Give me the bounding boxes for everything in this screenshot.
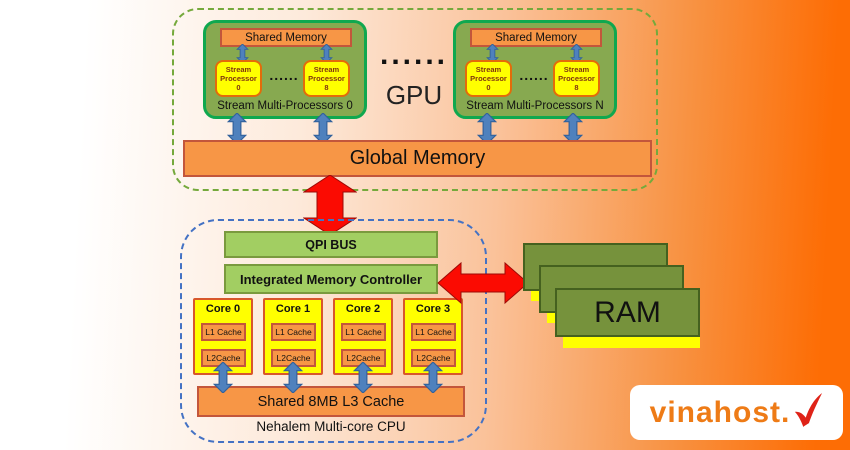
ram-shadow	[563, 335, 700, 348]
double-arrow-icon	[212, 361, 234, 394]
gpu-label: GPU	[385, 80, 443, 110]
shared-memory-bar: Shared Memory	[220, 28, 352, 47]
vinahost-logo-text: vinahost.	[649, 395, 791, 429]
shared-memory-label: Shared Memory	[495, 31, 577, 44]
shared-memory-bar: Shared Memory	[470, 28, 602, 47]
sp-line: 8	[324, 83, 329, 92]
core-title: Core 0	[205, 303, 241, 315]
vinahost-logo: vinahost.	[630, 385, 843, 440]
stream-multiprocessor-n: Shared Memory Stream Processor 0 ...... …	[453, 20, 617, 119]
core-3: Core 3 L1 Cache L2Cache	[403, 298, 463, 375]
core-title: Core 1	[275, 303, 311, 315]
sp-line: Processor	[308, 74, 345, 83]
shared-memory-label: Shared Memory	[245, 31, 327, 44]
imc-label: Integrated Memory Controller	[239, 271, 423, 287]
sp-line: Stream	[313, 65, 340, 74]
gpu-dashed-border	[172, 8, 658, 191]
cpu-dashed-border	[180, 219, 487, 443]
sp-line: Processor	[220, 74, 257, 83]
core-title: Core 2	[345, 303, 381, 315]
ellipsis-dots: ......	[519, 67, 549, 83]
sm-title: Stream Multi-Processors N	[466, 100, 604, 112]
qpi-bus-bar: QPI BUS	[224, 231, 438, 258]
stream-processor-8: Stream Processor 8	[553, 60, 600, 97]
l1-cache: L1 Cache	[341, 323, 386, 341]
l3-cache-label: Shared 8MB L3 Cache	[257, 393, 405, 410]
ram-chip-front: RAM	[555, 288, 700, 337]
integrated-memory-controller-bar: Integrated Memory Controller	[224, 264, 438, 294]
l1-cache: L1 Cache	[271, 323, 316, 341]
sp-line: Processor	[470, 74, 507, 83]
sp-line: 8	[574, 83, 579, 92]
cpu-caption: Nehalem Multi-core CPU	[256, 419, 406, 434]
imc-ram-red-arrow-icon	[437, 261, 529, 305]
stream-processor-8: Stream Processor 8	[303, 60, 350, 97]
ellipsis-dots: ......	[269, 67, 299, 83]
global-memory-bar: Global Memory	[183, 140, 652, 177]
l1-cache: L1 Cache	[201, 323, 246, 341]
sp-line: Stream	[563, 65, 590, 74]
sp-line: Stream	[225, 65, 252, 74]
sm-title: Stream Multi-Processors 0	[217, 100, 353, 112]
global-memory-label: Global Memory	[349, 147, 486, 169]
sp-line: 0	[486, 83, 491, 92]
ellipsis-dots: ......	[379, 38, 448, 71]
stream-processor-0: Stream Processor 0	[465, 60, 512, 97]
ram-label: RAM	[594, 295, 661, 329]
double-arrow-icon	[282, 361, 304, 394]
stream-multiprocessor-0: Shared Memory Stream Processor 0 ...... …	[203, 20, 367, 119]
l1-cache: L1 Cache	[411, 323, 456, 341]
sp-line: Stream	[475, 65, 502, 74]
qpi-bus-label: QPI BUS	[305, 237, 357, 252]
checkmark-icon	[793, 392, 823, 428]
double-arrow-icon	[422, 361, 444, 394]
l3-cache-bar: Shared 8MB L3 Cache	[197, 386, 465, 417]
sp-line: Processor	[558, 74, 595, 83]
core-title: Core 3	[415, 303, 451, 315]
double-arrow-icon	[352, 361, 374, 394]
sp-line: 0	[236, 83, 241, 92]
stream-processor-0: Stream Processor 0	[215, 60, 262, 97]
